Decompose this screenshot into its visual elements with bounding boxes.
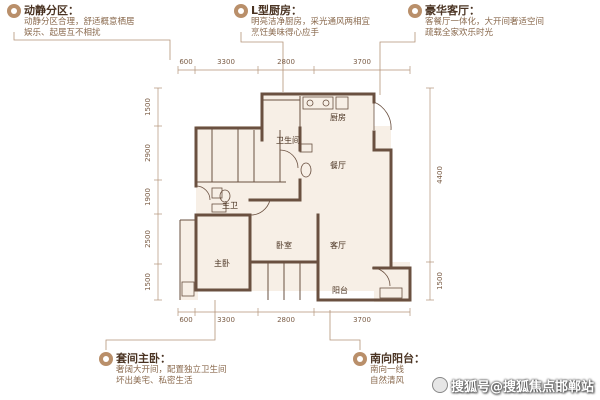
room-dining: 餐厅 (330, 161, 346, 170)
kitchen-marker-icon (234, 4, 248, 18)
dim-left-5: 1500 (144, 273, 152, 291)
callout-leader-lines (13, 32, 416, 350)
walls (194, 92, 412, 302)
callout-living-title: 豪华客厅： (425, 4, 480, 17)
dim-left-4: 2500 (144, 230, 152, 248)
room-labels: 厨房 卫生间 餐厅 主卫 卧室 客厅 主卧 阳台 (214, 112, 348, 295)
dim-bottom-4: 3700 (353, 316, 371, 324)
callout-zone-line-2: 娱乐、起居互不相扰 (24, 28, 101, 38)
callout-balcony: 南向阳台： 南向一线 自然清风 (370, 352, 430, 387)
callout-living-line-2: 疏载全家欢乐时光 (425, 28, 494, 38)
room-bedroom: 卧室 (276, 240, 292, 250)
dim-left-3: 1900 (144, 188, 152, 206)
callout-kitchen-line-2: 烹饪美味得心应手 (251, 28, 320, 38)
callout-balcony-line-1: 南向一线 (370, 365, 405, 375)
door-swings (195, 101, 392, 287)
dim-bottom-2: 3300 (217, 316, 235, 324)
callout-zone-line-1: 动静分区合理，舒适概意栖居 (24, 17, 135, 27)
dimension-lines (154, 66, 434, 316)
dim-top-4: 3700 (353, 58, 371, 66)
callout-balcony-line-2: 自然清风 (370, 376, 405, 386)
watermark-logo-icon (431, 377, 448, 393)
callout-balcony-title: 南向阳台： (370, 352, 425, 365)
dim-top-3: 2800 (277, 58, 295, 66)
callout-master-line-2: 坏出美宅、私密生活 (116, 376, 193, 386)
dim-right-1: 4400 (436, 166, 444, 184)
room-master-bedroom: 主卧 (214, 258, 230, 268)
room-bathroom: 卫生间 (276, 135, 300, 145)
room-master-bath: 主卫 (222, 200, 238, 210)
callout-kitchen-title: L型厨房： (251, 4, 303, 17)
callout-master: 套间主卧： 奢阔大开间，配置独立卫生间 坏出美宅、私密生活 (116, 352, 306, 387)
callout-kitchen: L型厨房： 明亮洁净厨房，采光通风两相宜 烹饪美味得心应手 (251, 4, 441, 39)
zone-marker-icon (7, 4, 21, 18)
dim-left-1: 1500 (144, 98, 152, 116)
callout-master-line-1: 奢阔大开间，配置独立卫生间 (116, 365, 227, 375)
dimension-labels: 600 3300 2800 3700 600 3300 2800 3700 15… (144, 58, 444, 324)
partitions (179, 96, 301, 300)
callout-zone: 动静分区： 动静分区合理，舒适概意栖居 娱乐、起居互不相扰 (24, 4, 214, 39)
dim-left-2: 2900 (144, 144, 152, 162)
callout-master-title: 套间主卧： (116, 352, 171, 365)
dim-top-2: 3300 (217, 58, 235, 66)
callout-living: 豪华客厅： 客餐厅一体化，大开间奢适空间 疏载全家欢乐时光 (425, 4, 600, 39)
watermark: 搜狐号@搜狐焦点邯郸站 (431, 376, 594, 395)
room-living: 客厅 (330, 240, 346, 250)
room-balcony: 阳台 (332, 285, 348, 295)
room-kitchen: 厨房 (330, 112, 346, 122)
dim-bottom-3: 2800 (277, 316, 295, 324)
living-marker-icon (408, 4, 422, 18)
master-marker-icon (99, 352, 113, 366)
callout-kitchen-line-1: 明亮洁净厨房，采光通风两相宜 (251, 17, 371, 27)
watermark-text: 搜狐号@搜狐焦点邯郸站 (450, 380, 594, 395)
callout-zone-title: 动静分区： (24, 4, 79, 17)
dim-right-2: 1500 (436, 272, 444, 290)
fixtures (181, 96, 403, 299)
dim-top-1: 600 (179, 58, 192, 66)
callout-living-line-1: 客餐厅一体化，大开间奢适空间 (425, 17, 545, 27)
balcony-marker-icon (353, 352, 367, 366)
dim-bottom-1: 600 (179, 316, 192, 324)
